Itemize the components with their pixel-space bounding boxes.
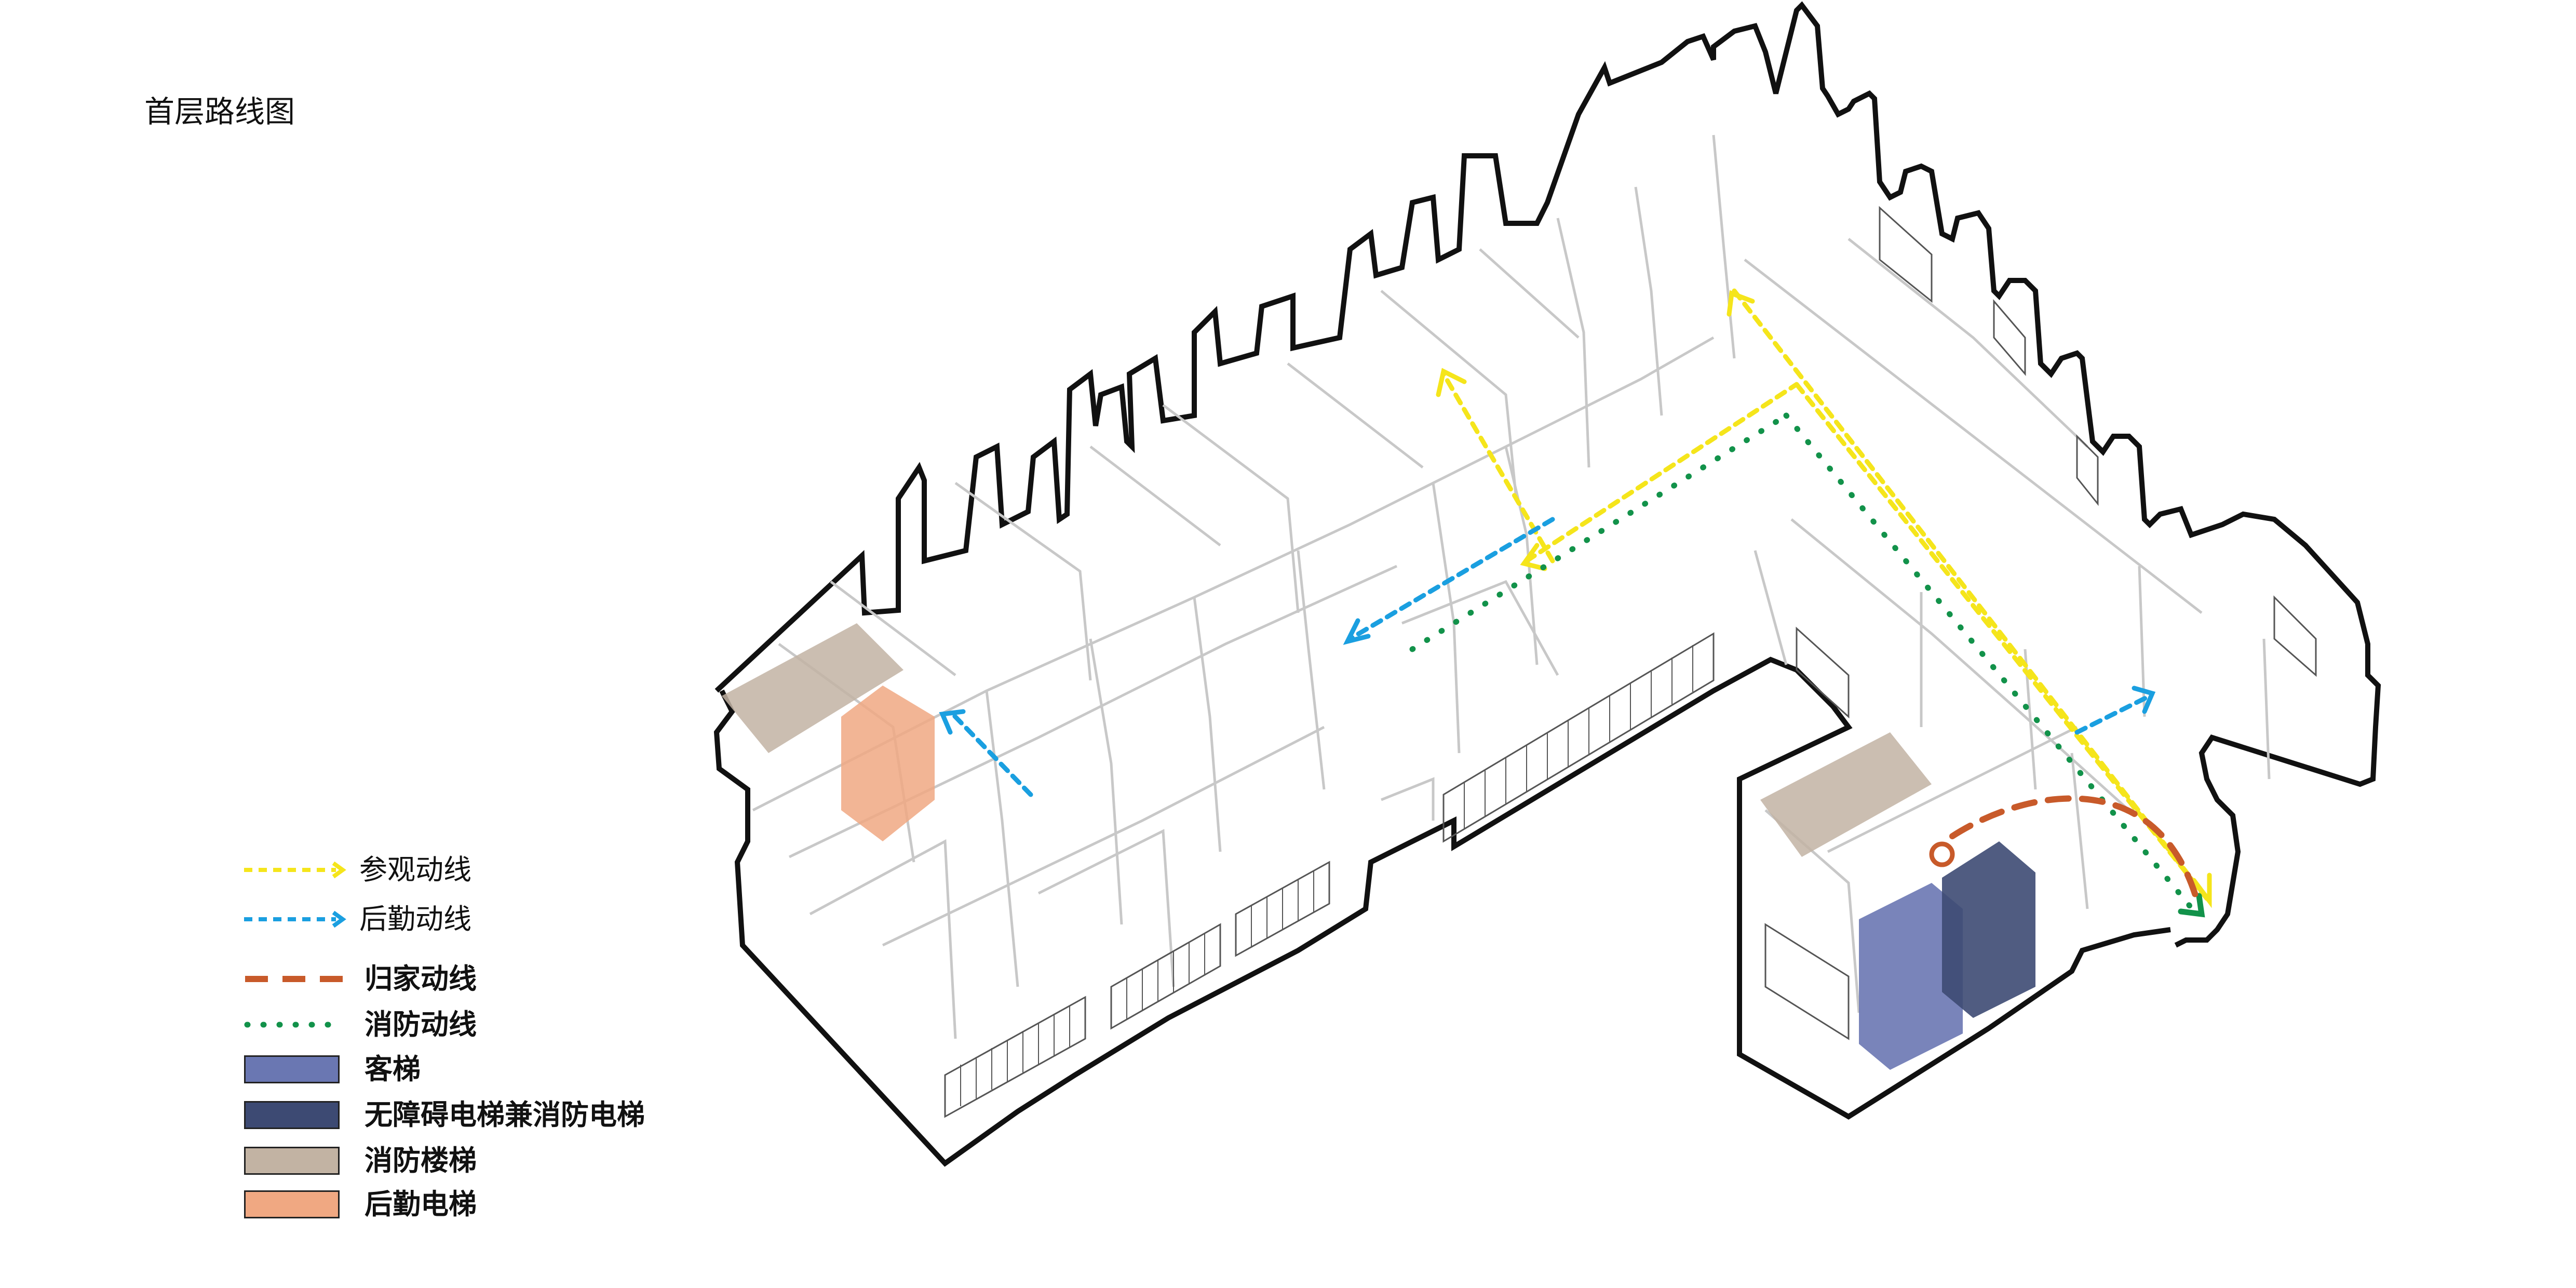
legend-label-guest-elevator: 客梯 — [365, 1053, 421, 1085]
service-route-arrows — [939, 618, 2156, 735]
diagram-title: 首层路线图 — [144, 94, 295, 129]
fire-route — [1409, 412, 2200, 917]
legend-item-visit-route: 参观动线 — [240, 852, 749, 888]
guest-elevator-key — [240, 1051, 354, 1088]
facade-glazing — [944, 206, 2317, 1118]
colored-zones — [722, 623, 2035, 1070]
service-elevator-swatch — [244, 1190, 340, 1218]
legend-label-accessible-fire-elevator: 无障碍电梯兼消防电梯 — [365, 1098, 645, 1131]
accessible-fire-elevator-zone — [1942, 841, 2035, 1018]
legend-item-guest-elevator: 客梯 — [240, 1051, 749, 1088]
fire-stair-zone-east — [1760, 732, 1932, 857]
legend-label-visit-route: 参观动线 — [359, 853, 471, 886]
service-route-key — [244, 910, 346, 928]
home-route-key — [245, 976, 344, 982]
fire-stair-zone-west — [722, 623, 903, 753]
visit-route-arrows — [1436, 290, 2212, 908]
home-route — [1949, 795, 2200, 902]
legend-label-service-elevator: 后勤电梯 — [365, 1188, 477, 1220]
legend-item-accessible-fire-elevator: 无障碍电梯兼消防电梯 — [240, 1097, 749, 1133]
legend-item-service-elevator: 后勤电梯 — [240, 1186, 749, 1223]
legend-label-fire-route: 消防动线 — [365, 1008, 477, 1041]
home-route-start-marker — [1929, 841, 1955, 867]
legend-label-home-route: 归家动线 — [365, 962, 477, 995]
facade-mullions — [960, 645, 1693, 1106]
fire-stair-swatch — [244, 1147, 340, 1175]
outline-north-wall — [714, 1, 2381, 948]
routes — [939, 288, 2212, 918]
fire-route-arrow — [2178, 893, 2205, 918]
interior-walls — [752, 135, 2271, 1039]
outline-south-wall — [713, 656, 2171, 1167]
guest-elevator-swatch — [244, 1055, 340, 1083]
fire-route-key — [244, 1022, 347, 1028]
legend-label-fire-stair: 消防楼梯 — [365, 1144, 477, 1177]
legend-item-service-route: 后勤动线 — [240, 901, 749, 937]
accessible-fire-elevator-key — [240, 1097, 354, 1133]
legend-item-fire-route: 消防动线 — [240, 1007, 749, 1043]
fire-stair-key — [240, 1143, 354, 1179]
guest-elevator-zone — [1859, 883, 1963, 1070]
service-elevator-zone — [841, 686, 935, 841]
service-route — [948, 517, 2152, 797]
visit-route-key — [244, 861, 346, 879]
accessible-fire-elevator-swatch — [244, 1101, 340, 1129]
legend-item-fire-stair: 消防楼梯 — [240, 1143, 749, 1179]
building-outline — [713, 1, 2381, 1167]
legend-item-home-route: 归家动线 — [240, 961, 749, 997]
legend-label-service-route: 后勤动线 — [359, 903, 471, 935]
service-elevator-key — [240, 1186, 354, 1223]
